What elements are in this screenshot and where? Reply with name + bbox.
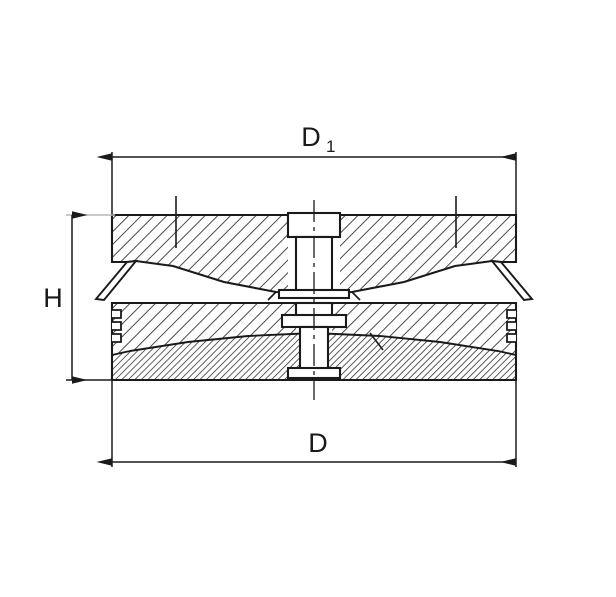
serration-left: [112, 309, 122, 343]
break-line-right: [369, 332, 384, 351]
vane-inner-right: [351, 291, 361, 301]
tick-marks: [175, 196, 457, 248]
h-label: H: [43, 283, 63, 313]
lower-plate-internal-curve-left: [111, 350, 131, 356]
vane-left: [94, 259, 139, 302]
d1-label-subscript: 1: [326, 137, 335, 156]
d-label: D: [308, 428, 328, 458]
vane-right: [489, 259, 534, 302]
d1-label: D: [301, 122, 321, 152]
dimension-h: H: [43, 211, 160, 384]
vane-group: [94, 259, 534, 302]
lower-plate-internal-curve: [129, 332, 517, 356]
serration-right: [506, 309, 516, 343]
vane-inner-left: [267, 291, 277, 301]
dimension-d: D: [96, 380, 517, 467]
dimension-d1: D 1: [96, 122, 517, 215]
